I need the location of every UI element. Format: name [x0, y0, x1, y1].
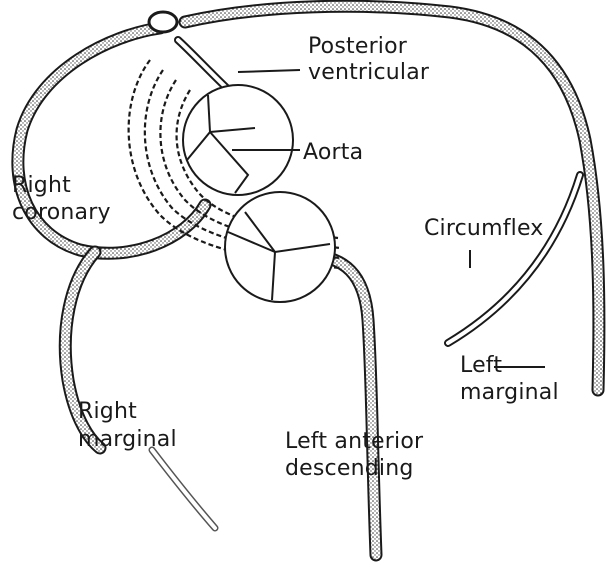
left-anterior-descending-label-line2: descending — [285, 456, 414, 481]
posterior-ventricular-label-line2: ventricular — [308, 60, 430, 85]
right-coronary-label-line2: coronary — [12, 200, 111, 225]
left-anterior-descending-artery — [305, 255, 376, 555]
leader-posterior-ventricular — [238, 70, 300, 72]
circumflex-branch — [448, 175, 580, 343]
pulmonary-valve — [225, 192, 335, 302]
aorta-label: Aorta — [303, 140, 363, 165]
right-coronary-label-line1: Right — [12, 173, 71, 198]
left-anterior-descending-label-line1: Left anterior — [285, 429, 424, 454]
circumflex-label: Circumflex — [424, 216, 544, 241]
left-marginal-label-line2: marginal — [460, 380, 559, 405]
posterior-ventricular-label-line1: Posterior — [308, 34, 408, 59]
aortic-valve — [183, 85, 293, 195]
left-marginal-label-line1: Left — [460, 353, 502, 378]
right-marginal-label-line1: Right — [78, 399, 137, 424]
right-marginal-tail — [152, 450, 215, 528]
right-marginal-label-line2: marginal — [78, 427, 177, 452]
